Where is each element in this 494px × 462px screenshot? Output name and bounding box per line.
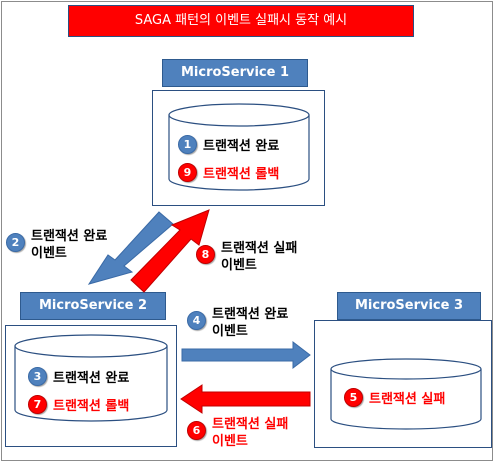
event-text-line2: 이벤트 — [31, 246, 67, 261]
ms2-step-7: 7 트랜잭션 롤백 — [28, 395, 129, 414]
microservice-2-database-icon — [14, 334, 168, 422]
event-8: 8 트랜잭션 실패 이벤트 — [196, 240, 297, 274]
microservice-3-database-icon — [330, 358, 482, 430]
event-text-line1: 트랜잭션 완료 — [31, 229, 108, 244]
arrow-ms1-to-ms2 — [87, 211, 174, 285]
event-number-badge: 4 — [187, 311, 206, 330]
event-6: 6 트랜잭션 실패 이벤트 — [187, 416, 288, 450]
ms1-step-1: 1 트랜잭션 완료 — [178, 135, 279, 154]
event-number-badge: 2 — [6, 233, 25, 252]
event-text-line1: 트랜잭션 실패 — [221, 241, 298, 256]
event-text-line2: 이벤트 — [212, 434, 248, 449]
microservice-2-label: MicroService 2 — [20, 292, 166, 320]
step-text: 트랜잭션 롤백 — [53, 399, 130, 414]
step-text: 트랜잭션 완료 — [53, 371, 130, 386]
step-number-badge: 1 — [178, 135, 197, 154]
arrow-ms3-to-ms2 — [180, 384, 311, 414]
step-text: 트랜잭션 롤백 — [203, 167, 280, 182]
event-text-line1: 트랜잭션 실패 — [212, 417, 289, 432]
step-number-badge: 3 — [28, 367, 47, 386]
arrow-ms2-to-ms1 — [130, 209, 210, 293]
microservice-1-label: MicroService 1 — [162, 59, 308, 87]
event-number-badge: 6 — [187, 421, 206, 440]
event-number-badge: 8 — [196, 245, 215, 264]
event-4: 4 트랜잭션 완료 이벤트 — [187, 306, 288, 340]
step-number-badge: 5 — [344, 388, 363, 407]
step-number-badge: 7 — [28, 395, 47, 414]
ms3-step-5: 5 트랜잭션 실패 — [344, 388, 445, 407]
event-text-line2: 이벤트 — [221, 258, 257, 273]
event-text-line1: 트랜잭션 완료 — [212, 307, 289, 322]
ms1-step-9: 9 트랜잭션 롤백 — [178, 163, 279, 182]
ms2-step-3: 3 트랜잭션 완료 — [28, 367, 129, 386]
microservice-3-label: MicroService 3 — [337, 292, 481, 320]
step-text: 트랜잭션 완료 — [203, 139, 280, 154]
microservice-1-database-icon — [168, 103, 310, 191]
diagram-title: SAGA 패턴의 이벤트 실패시 동작 예시 — [68, 5, 414, 37]
step-number-badge: 9 — [178, 163, 197, 182]
step-text: 트랜잭션 실패 — [369, 392, 446, 407]
event-text-line2: 이벤트 — [212, 324, 248, 339]
event-2: 2 트랜잭션 완료 이벤트 — [6, 228, 107, 262]
arrow-ms2-to-ms3 — [181, 340, 311, 370]
